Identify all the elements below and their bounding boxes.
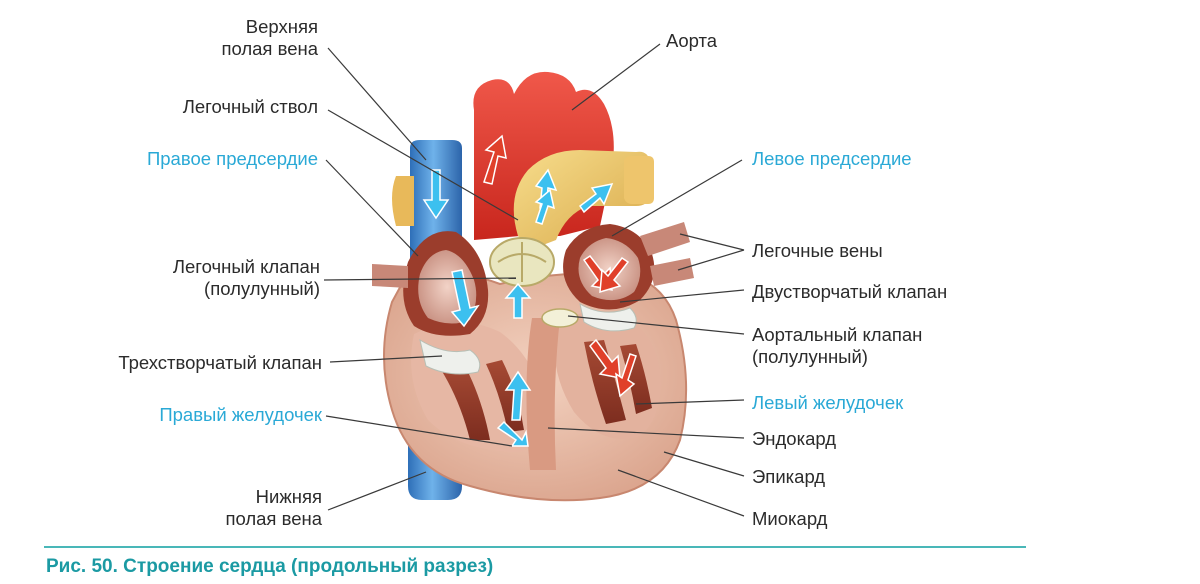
figure-caption: Рис. 50. Строение сердца (продольный раз…: [46, 556, 494, 577]
label-pulmonary-valve: Легочный клапан (полулунный): [173, 256, 320, 300]
caption-rule: [44, 546, 1026, 548]
label-endocardium: Эндокард: [752, 428, 837, 449]
pulmonary-artery-branch-left: [392, 176, 414, 226]
label-superior-vena-cava: Верхняя полая вена: [221, 16, 318, 60]
aortic-valve-shape: [541, 308, 579, 328]
label-epicardium: Эпикард: [752, 466, 826, 487]
label-aortic-valve-line2: (полулунный): [752, 346, 868, 367]
label-inferior-vena-cava: Нижняя полая вена: [225, 486, 322, 530]
label-right-atrium: Правое предсердие: [146, 148, 318, 169]
left-papillary-muscle: [584, 340, 626, 424]
septum: [526, 318, 560, 470]
label-inferior-vena-cava-line2: полая вена: [225, 508, 322, 529]
tricuspid-valve-shape: [419, 338, 481, 375]
right-papillary-muscle: [440, 364, 490, 440]
label-pulmonary-valve-line2: (полулунный): [204, 278, 320, 299]
vein-stub-left: [372, 264, 408, 288]
label-aortic-valve-line1: Аортальный клапан: [752, 324, 923, 345]
pulmonary-vein-lower: [650, 258, 694, 286]
label-right-ventricle: Правый желудочек: [159, 404, 322, 425]
pulmonary-vein-upper: [640, 222, 690, 256]
label-myocardium: Миокард: [752, 508, 828, 529]
blood-flow-arrows-blue: [422, 168, 614, 447]
pulmonary-artery-branch-right: [624, 156, 654, 204]
label-superior-vena-cava-line2: полая вена: [221, 38, 318, 59]
label-aorta: Аорта: [666, 30, 718, 51]
label-tricuspid-valve: Трехстворчатый клапан: [118, 352, 322, 373]
mitral-valve-shape: [579, 302, 637, 332]
label-inferior-vena-cava-line1: Нижняя: [255, 486, 322, 507]
label-mitral-valve: Двустворчатый клапан: [752, 281, 948, 302]
label-pulmonary-trunk: Легочный ствол: [182, 96, 318, 117]
blood-flow-arrows-red: [483, 134, 637, 398]
label-superior-vena-cava-line1: Верхняя: [245, 16, 318, 37]
label-pulmonary-veins: Легочные вены: [752, 240, 883, 261]
label-aortic-valve: Аортальный клапан (полулунный): [752, 324, 922, 368]
label-left-ventricle: Левый желудочек: [752, 392, 904, 413]
label-left-atrium: Левое предсердие: [752, 148, 912, 169]
label-pulmonary-valve-line1: Легочный клапан: [172, 256, 320, 277]
leader-lines: [323, 43, 745, 517]
